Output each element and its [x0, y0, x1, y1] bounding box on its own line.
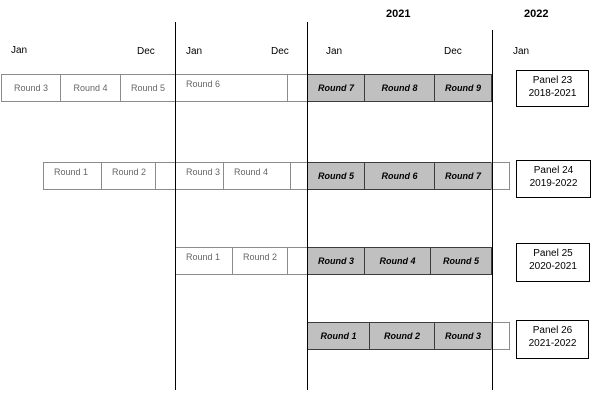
round-box-current: Round 5 [307, 162, 365, 190]
round-box-gap [155, 162, 176, 190]
month-dec-label: Dec [271, 46, 289, 57]
round-box-current: Round 2 [369, 322, 435, 350]
round-box: Round 3 [175, 162, 224, 190]
round-box-current: Round 8 [364, 74, 435, 102]
round-box-current: Round 7 [307, 74, 365, 102]
round-box-current: Round 9 [434, 74, 492, 102]
panel-26-label: Panel 26 2021-2022 [516, 320, 589, 359]
round-box-gap [491, 162, 510, 190]
round-box-current: Round 6 [364, 162, 435, 190]
month-jan-label: Jan [186, 46, 203, 57]
year-divider-line [307, 22, 308, 390]
month-jan-label: Jan [513, 46, 530, 57]
round-box: Round 4 [60, 74, 121, 102]
round-box-current: Round 5 [430, 247, 492, 275]
round-box-current: Round 3 [307, 247, 365, 275]
round-box: Round 4 [223, 162, 291, 190]
month-jan-label: Jan [326, 46, 343, 57]
round-box: Round 1 [175, 247, 233, 275]
round-box: Round 2 [101, 162, 156, 190]
month-jan-label: Jan [11, 45, 28, 56]
month-dec-label: Dec [137, 46, 155, 57]
round-box: Round 2 [232, 247, 288, 275]
round-box: Round 3 [1, 74, 61, 102]
round-box-current: Round 3 [434, 322, 492, 350]
round-box: Round 6 [175, 74, 288, 102]
panel-23-label: Panel 23 2018-2021 [516, 70, 589, 107]
year-divider-line [175, 22, 176, 390]
year-2021-label: 2021 [386, 8, 411, 20]
round-box-current: Round 4 [364, 247, 431, 275]
panel-24-label: Panel 24 2019-2022 [516, 160, 591, 198]
round-box-gap [290, 162, 308, 190]
year-divider-line [492, 30, 493, 390]
round-box-gap [287, 74, 308, 102]
month-dec-label: Dec [444, 46, 462, 57]
round-box: Round 1 [43, 162, 102, 190]
round-box: Round 5 [120, 74, 176, 102]
round-box-current: Round 1 [307, 322, 370, 350]
round-box-current: Round 7 [434, 162, 492, 190]
year-2022-label: 2022 [524, 8, 549, 20]
panel-25-label: Panel 25 2020-2021 [516, 243, 590, 282]
round-box-gap [491, 322, 510, 350]
round-box-gap [287, 247, 308, 275]
